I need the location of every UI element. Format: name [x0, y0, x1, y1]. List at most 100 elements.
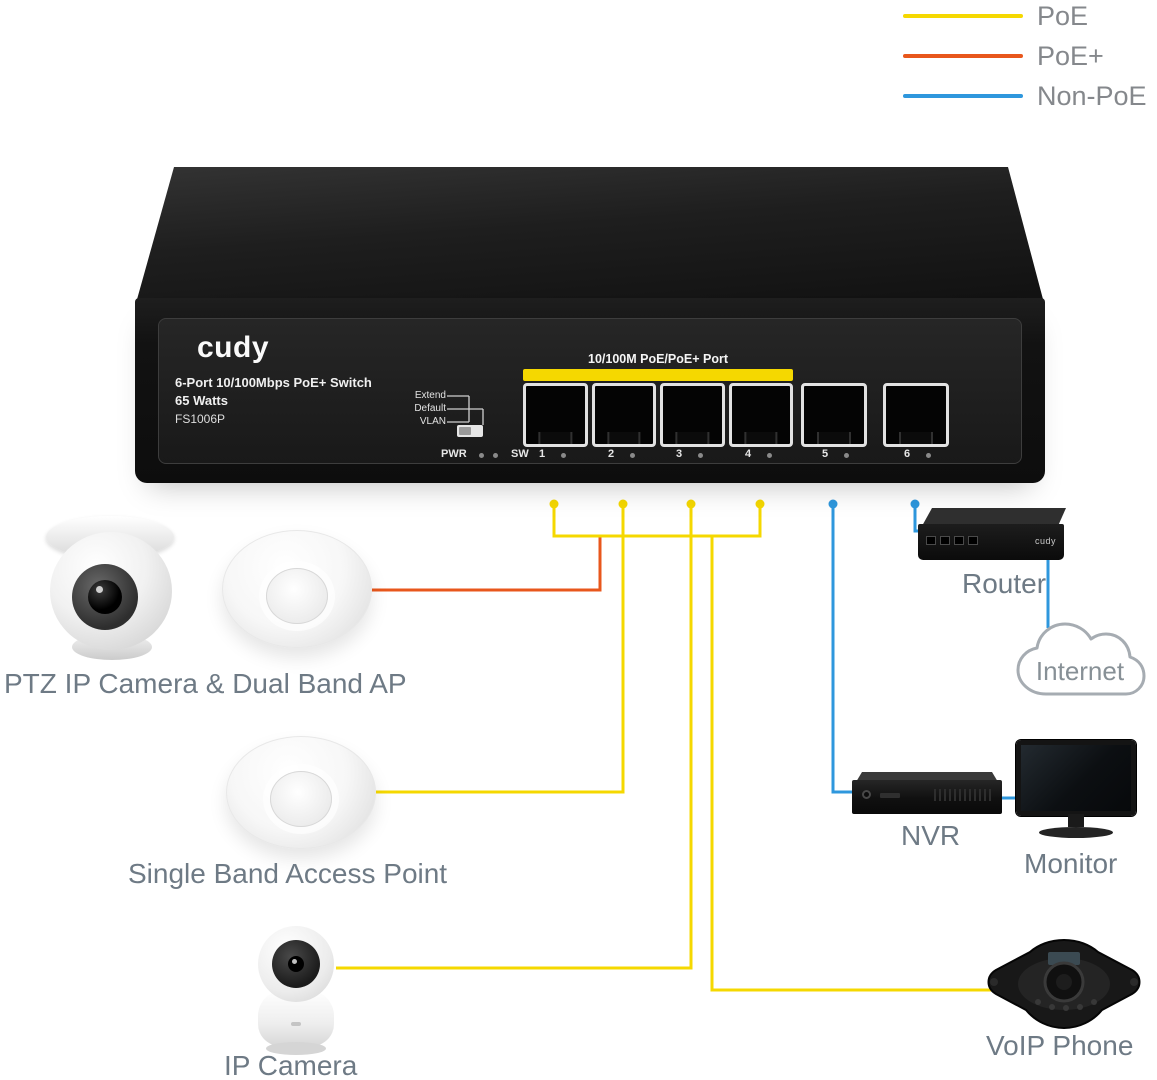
legend-label-non-poe: Non-PoE [1037, 80, 1147, 111]
dip-label-default: Default [414, 403, 446, 414]
legend-line-poe [903, 14, 1023, 18]
port-led-5 [844, 453, 849, 458]
nvr [852, 772, 1002, 820]
switch-top-face [136, 167, 1044, 303]
port6-link-dot [910, 499, 920, 509]
ptz-ap-label: PTZ IP Camera & Dual Band AP [4, 668, 407, 699]
dip-connector-lines [447, 395, 484, 425]
port5-link-dot [828, 499, 838, 509]
nvr-top-face [856, 772, 998, 782]
ptz-camera-lens [88, 580, 122, 614]
switch-front-panel: cudy 6-Port 10/100Mbps PoE+ Switch 65 Wa… [158, 318, 1022, 464]
wire-poe-voip-phone [710, 536, 996, 992]
switch-model-line1: 6-Port 10/100Mbps PoE+ Switch [175, 375, 372, 390]
nvr-power-button [862, 790, 871, 799]
router-brand-logo: cudy [1034, 536, 1056, 546]
port4-link-dot [755, 499, 765, 509]
internet-label: Internet [1035, 656, 1125, 686]
switch-brand-logo: cudy [197, 331, 270, 364]
port-led-1 [561, 453, 566, 458]
legend-row-poe-plus: PoE+ [903, 36, 1147, 76]
rj45-port-2 [591, 383, 656, 447]
port-number-6: 6 [904, 448, 911, 460]
port3-link-dot [686, 499, 696, 509]
pwr-label: PWR [441, 448, 467, 460]
wire-poe-single-band-ap [370, 504, 625, 794]
switch-model-line2: 65 Watts [175, 393, 228, 408]
port-led-6 [926, 453, 931, 458]
router-ports [926, 536, 978, 545]
legend-line-poe-plus [903, 54, 1023, 58]
dip-label-vlan: VLAN [419, 416, 446, 427]
router: cudy [916, 506, 1066, 566]
single-ap-label: Single Band Access Point [128, 858, 448, 889]
monitor-neck [1068, 814, 1084, 827]
dip-switch-labels: Extend Default VLAN [388, 389, 446, 428]
ip-camera-lens-glint [292, 959, 297, 964]
port-led-4 [767, 453, 772, 458]
switch-model-info: 6-Port 10/100Mbps PoE+ Switch 65 Watts F… [175, 374, 372, 428]
monitor-base [1039, 827, 1113, 838]
nvr-label: NVR [901, 820, 961, 851]
internet-cloud: Internet [1008, 610, 1152, 710]
rj45-port-3 [660, 383, 725, 447]
port-number-1: 1 [539, 448, 546, 460]
wire-poe-port1-port4-bus [552, 504, 762, 538]
port-number-3: 3 [676, 448, 683, 460]
poe-port-group [523, 383, 793, 447]
port2-link-dot [618, 499, 628, 509]
ptz-camera-lens-glint [96, 586, 103, 593]
port-led-3 [698, 453, 703, 458]
nvr-disc-slot [880, 793, 900, 798]
ip-camera [250, 926, 342, 1058]
dual-band-access-point [222, 530, 372, 648]
port-led-2 [630, 453, 635, 458]
legend-row-poe: PoE [903, 0, 1147, 36]
sw-label: SW [511, 448, 529, 460]
voip-phone-shape [987, 938, 1141, 1030]
router-label: Router [962, 568, 1047, 599]
monitor [1016, 740, 1138, 840]
pwr-led-2 [493, 453, 498, 458]
wire-poe-plus-ptz-ap [366, 536, 602, 592]
voip-phone-label: VoIP Phone [986, 1030, 1134, 1061]
pwr-led-1 [479, 453, 484, 458]
single-band-ap-ring [270, 771, 332, 828]
ip-camera-lens [288, 956, 304, 972]
legend: PoE PoE+ Non-PoE [903, 0, 1147, 116]
legend-line-non-poe [903, 94, 1023, 98]
cloud-outline [1016, 622, 1146, 696]
dip-label-extend: Extend [414, 390, 446, 401]
ptz-ip-camera [36, 516, 188, 664]
ip-camera-base [266, 1042, 326, 1055]
rj45-port-6 [883, 383, 949, 447]
legend-label-poe-plus: PoE+ [1037, 40, 1104, 71]
ip-camera-label: IP Camera [224, 1050, 358, 1080]
poe-highlight-bar [523, 369, 793, 381]
poe-switch: cudy 6-Port 10/100Mbps PoE+ Switch 65 Wa… [130, 163, 1048, 485]
nvr-vents [934, 789, 992, 801]
monitor-label: Monitor [1024, 848, 1118, 879]
single-band-access-point [226, 736, 376, 849]
port-number-5: 5 [822, 448, 829, 460]
wire-nonpoe-nvr [831, 504, 858, 794]
legend-label-poe: PoE [1037, 0, 1089, 31]
port-number-2: 2 [608, 448, 615, 460]
dual-band-ap-ring [266, 568, 328, 625]
rj45-port-1 [523, 383, 588, 447]
poe-ports-title: 10/100M PoE/PoE+ Port [588, 352, 728, 366]
dip-switch-knob [459, 427, 471, 435]
monitor-screen [1016, 740, 1136, 816]
port-number-4: 4 [745, 448, 752, 460]
router-top-face [922, 508, 1066, 526]
rj45-port-4 [728, 383, 793, 447]
switch-model-line3: FS1006P [175, 412, 226, 426]
port1-link-dot [549, 499, 559, 509]
legend-row-non-poe: Non-PoE [903, 76, 1147, 116]
wire-poe-ip-camera [336, 504, 693, 970]
ip-camera-logo [291, 1022, 301, 1026]
rj45-port-5 [801, 383, 867, 447]
voip-phone [978, 928, 1150, 1032]
